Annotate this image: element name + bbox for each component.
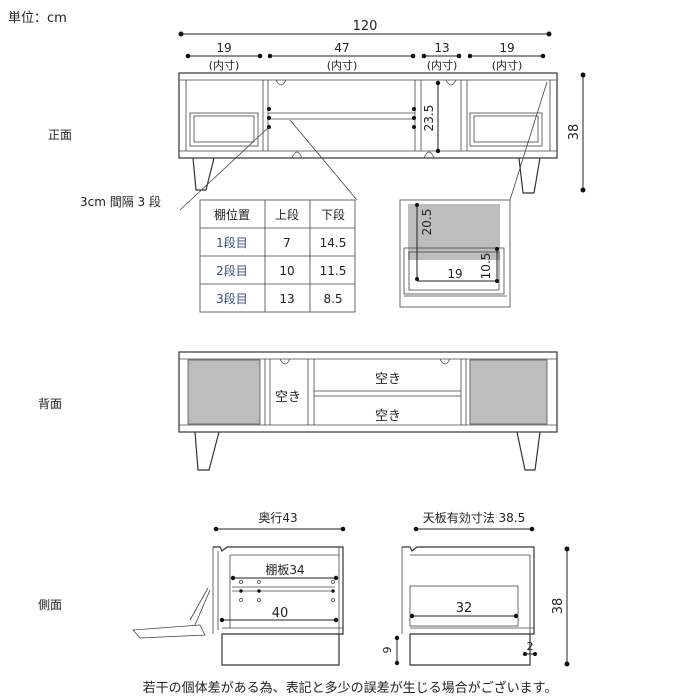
inner-note-2: (内寸) — [327, 58, 358, 72]
inner-note-4: (内寸) — [492, 58, 523, 72]
table-header-position: 棚位置 — [214, 207, 250, 222]
front-label: 正面 — [48, 128, 72, 142]
table-header-upper: 上段 — [275, 207, 299, 222]
side-view-right: 天板有効寸法 38.5 32 38 9 2 — [381, 510, 570, 667]
unit-label: 単位：cm — [8, 10, 67, 26]
table-row-label: 1段目 — [216, 235, 248, 250]
detail-height: 20.5 — [420, 209, 434, 236]
side-leg-height: 9 — [381, 647, 394, 654]
table-cell: 13 — [279, 292, 294, 306]
side-view-left: 奥行43 棚板34 40 側面 — [38, 511, 346, 666]
table-row-label: 2段目 — [216, 263, 248, 278]
table-cell: 10 — [279, 264, 294, 278]
detail-width: 19 — [447, 267, 462, 281]
inner-height: 23.5 — [422, 105, 436, 132]
inner-width-4: 19 — [499, 41, 514, 55]
table-row-label: 3段目 — [216, 291, 248, 306]
inner-note-3: (内寸) — [427, 58, 458, 72]
open-space-label: 空き — [375, 409, 401, 424]
total-width: 120 — [353, 19, 378, 34]
front-height: 38 — [567, 124, 582, 141]
side-inner-depth: 40 — [272, 606, 289, 621]
table-header-lower: 下段 — [321, 207, 345, 222]
table-cell: 14.5 — [320, 236, 347, 250]
drawer-detail: 20.5 19 10.5 — [399, 199, 511, 308]
inner-width-1: 19 — [216, 41, 231, 55]
side-height: 38 — [551, 598, 566, 615]
side-shelf-length: 棚板34 — [265, 562, 304, 577]
open-space-label: 空き — [375, 372, 401, 387]
shelf-note: 3cm 間隔 3 段 — [80, 194, 161, 209]
side-top-effective: 天板有効寸法 38.5 — [423, 510, 526, 525]
table-cell: 7 — [283, 236, 291, 250]
side-label: 側面 — [38, 598, 62, 612]
table-cell: 11.5 — [320, 264, 347, 278]
footnote: 若干の個体差がある為、表記と多少の誤差が生じる場合がございます。 — [143, 680, 558, 696]
inner-width-2: 47 — [334, 41, 349, 55]
side-gap: 2 — [527, 640, 534, 653]
detail-door-height: 10.5 — [479, 253, 493, 280]
front-view: 120 19 47 13 19 (内寸) (内寸) (内寸) (内寸) — [48, 19, 586, 211]
open-space-label: 空き — [275, 390, 301, 405]
table-cell: 8.5 — [323, 292, 342, 306]
side-drawer-depth: 32 — [456, 601, 473, 616]
shelf-position-table: 棚位置 上段 下段 1段目 7 14.5 2段目 10 11.5 3段目 13 … — [199, 199, 356, 313]
inner-note-1: (内寸) — [209, 58, 240, 72]
inner-width-3: 13 — [434, 41, 449, 55]
back-label: 背面 — [38, 397, 62, 411]
side-depth: 奥行43 — [258, 511, 297, 525]
back-view: 空き 空き 空き 背面 — [38, 351, 558, 471]
